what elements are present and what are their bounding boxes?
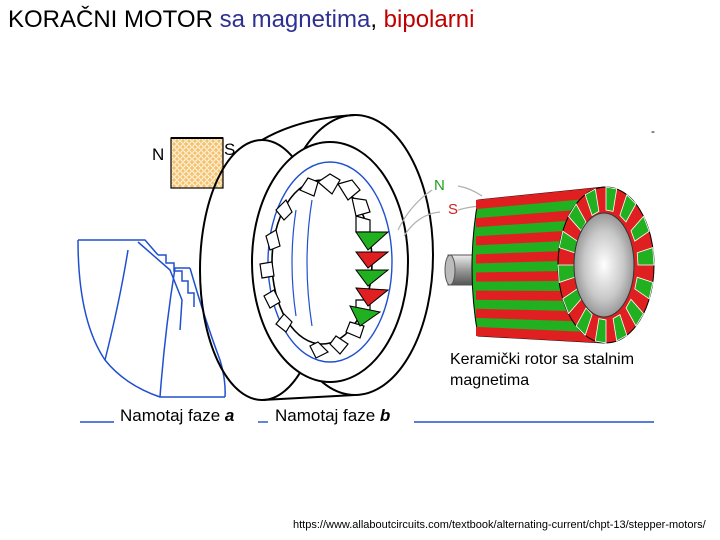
rotor-face-segment — [568, 203, 587, 232]
corner-mark: - — [651, 124, 655, 138]
page-title: KORAČNI MOTOR sa magnetima, bipolarni — [8, 6, 474, 34]
title-comma: , — [370, 6, 377, 33]
title-part-red: bipolarni — [383, 6, 475, 33]
rotor-north-label: N — [434, 177, 445, 194]
rotor-face-segment — [584, 188, 600, 216]
permanent-magnet-rotor — [444, 186, 655, 344]
title-part-blue: sa magnetima — [219, 6, 371, 33]
winding-a-stator-section — [77, 239, 226, 398]
rotor-caption: Keramički rotor sa stalnim magnetima — [450, 351, 635, 389]
source-url[interactable]: https://www.allaboutcircuits.com/textboo… — [293, 519, 706, 531]
winding-a-text: Namotaj faze — [120, 406, 225, 425]
winding-b-text: Namotaj faze — [275, 406, 380, 425]
stator-magnet — [170, 137, 224, 189]
rotor-stripe — [476, 187, 604, 210]
rotor-face-segment — [575, 307, 593, 337]
winding-a-phase: a — [224, 406, 235, 425]
winding-b-stator-section — [251, 141, 409, 383]
rotor-face-segment — [619, 193, 637, 223]
rotor-face-segment — [630, 215, 650, 242]
winding-b-phase: b — [379, 406, 391, 425]
winding-a-label: Namotaj faze a — [120, 406, 234, 426]
rotor-face-segment — [605, 186, 618, 212]
magnet-south-label: S — [224, 140, 235, 159]
magnet-north-label: N — [152, 145, 164, 164]
title-part-black: KORAČNI MOTOR — [8, 6, 213, 33]
winding-b-label: Namotaj faze b — [275, 406, 390, 426]
rotor-south-label: S — [448, 201, 458, 218]
rotor-face-segment — [636, 247, 655, 266]
rotor-face-segment — [612, 314, 628, 342]
rotor-face-segment — [625, 298, 644, 327]
rotor-face-segment — [634, 276, 654, 300]
rotor-stripe — [476, 326, 604, 343]
rotor-face-segment — [594, 318, 607, 344]
